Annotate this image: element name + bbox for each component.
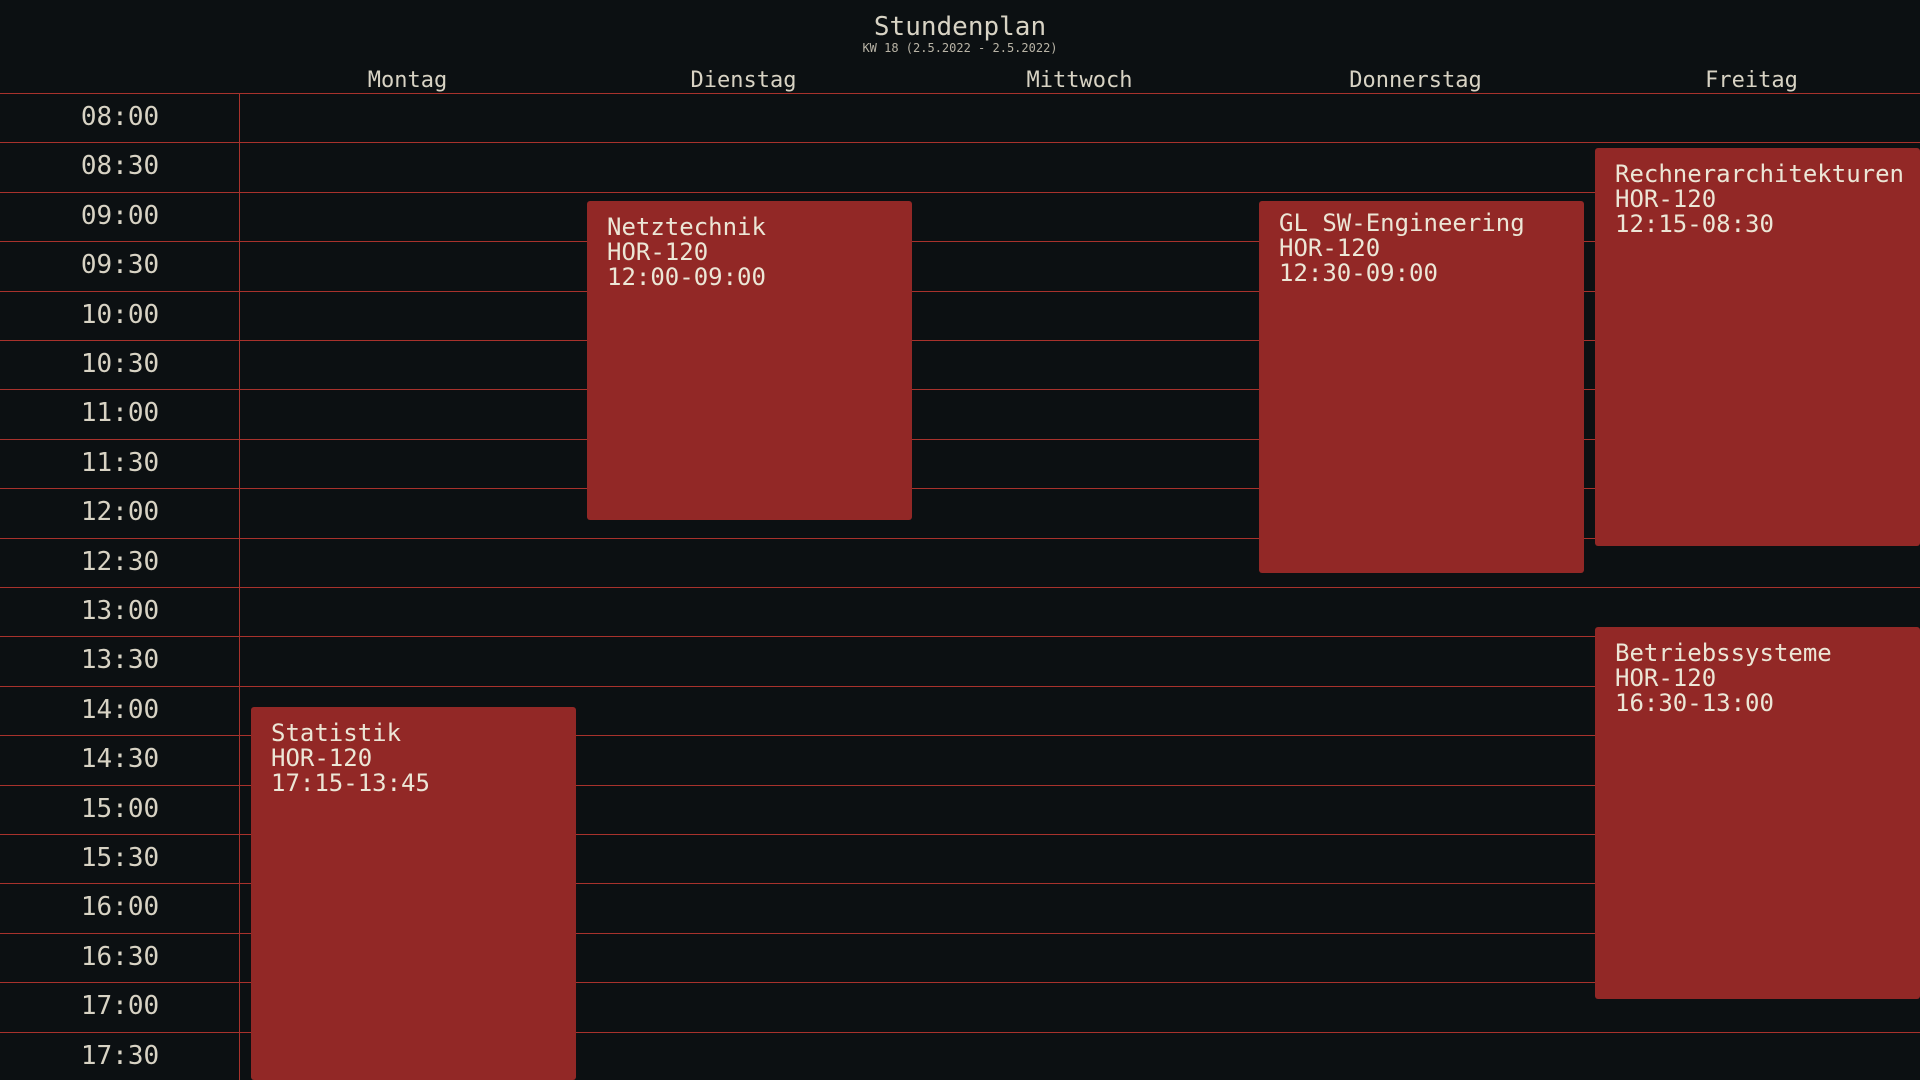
- event-betriebssysteme[interactable]: Betriebssysteme HOR-120 16:30-13:00: [1595, 627, 1920, 999]
- grid-line: [0, 1032, 1920, 1033]
- time-label: 10:30: [80, 349, 160, 379]
- time-label: 15:00: [80, 794, 160, 824]
- time-label: 12:30: [80, 547, 160, 577]
- time-label: 16:00: [80, 892, 160, 922]
- time-label: 09:00: [80, 201, 160, 231]
- grid-line: [0, 389, 1920, 390]
- event-name: Statistik: [271, 719, 402, 747]
- day-header-montag: Montag: [367, 68, 448, 93]
- time-label: 12:00: [80, 497, 160, 527]
- grid-line: [0, 686, 1920, 687]
- grid-line: [0, 636, 1920, 637]
- event-statistik[interactable]: Statistik HOR-120 17:15-13:45: [251, 707, 576, 1080]
- grid-line: [0, 982, 1920, 983]
- time-label: 17:00: [80, 991, 160, 1021]
- time-label: 16:30: [80, 942, 160, 972]
- grid-line: [0, 439, 1920, 440]
- time-label: 10:00: [80, 300, 160, 330]
- grid-line: [0, 735, 1920, 736]
- time-label: 09:30: [80, 250, 160, 280]
- event-time: 17:15-13:45: [271, 769, 430, 797]
- time-label: 14:30: [80, 744, 160, 774]
- day-header-mittwoch: Mittwoch: [1026, 68, 1133, 93]
- grid-line: [0, 834, 1920, 835]
- event-gl-sw-engineering[interactable]: GL SW-Engineering HOR-120 12:30-09:00: [1259, 201, 1584, 573]
- grid-line: [0, 785, 1920, 786]
- grid-line: [0, 340, 1920, 341]
- event-time: 12:15-08:30: [1615, 210, 1774, 238]
- grid-line: [0, 291, 1920, 292]
- day-header-donnerstag: Donnerstag: [1349, 68, 1482, 93]
- event-name: Betriebssysteme: [1615, 639, 1832, 667]
- event-netztechnik[interactable]: Netztechnik HOR-120 12:00-09:00: [587, 201, 912, 520]
- time-label: 14:00: [80, 695, 160, 725]
- time-label: 08:00: [80, 102, 160, 132]
- time-column-divider: [239, 93, 240, 1080]
- event-rechnerarchitekturen[interactable]: Rechnerarchitekturen HOR-120 12:15-08:30: [1595, 148, 1920, 546]
- event-name: Rechnerarchitekturen: [1615, 160, 1904, 188]
- time-label: 08:30: [80, 151, 160, 181]
- event-time: 12:00-09:00: [607, 263, 766, 291]
- grid-line: [0, 241, 1920, 242]
- grid-line: [0, 538, 1920, 539]
- time-label: 13:30: [80, 645, 160, 675]
- time-label: 15:30: [80, 843, 160, 873]
- event-room: HOR-120: [1615, 664, 1717, 692]
- event-time: 16:30-13:00: [1615, 689, 1774, 717]
- time-label: 17:30: [80, 1041, 160, 1071]
- day-header-freitag: Freitag: [1705, 68, 1798, 93]
- grid-line: [0, 192, 1920, 193]
- event-name: GL SW-Engineering: [1279, 209, 1525, 237]
- time-label: 11:00: [80, 398, 160, 428]
- event-room: HOR-120: [607, 238, 709, 266]
- grid-line: [0, 933, 1920, 934]
- event-room: HOR-120: [271, 744, 373, 772]
- time-label: 13:00: [80, 596, 160, 626]
- event-name: Netztechnik: [607, 213, 766, 241]
- week-subtitle: KW 18 (2.5.2022 - 2.5.2022): [862, 41, 1058, 55]
- grid-line: [0, 93, 1920, 94]
- event-time: 12:30-09:00: [1279, 259, 1438, 287]
- grid-line: [0, 142, 1920, 143]
- event-room: HOR-120: [1615, 185, 1717, 213]
- grid-line: [0, 587, 1920, 588]
- time-label: 11:30: [80, 448, 160, 478]
- page-title: Stundenplan: [873, 12, 1047, 42]
- grid-line: [0, 488, 1920, 489]
- day-header-dienstag: Dienstag: [690, 68, 797, 93]
- event-room: HOR-120: [1279, 234, 1381, 262]
- grid-line: [0, 883, 1920, 884]
